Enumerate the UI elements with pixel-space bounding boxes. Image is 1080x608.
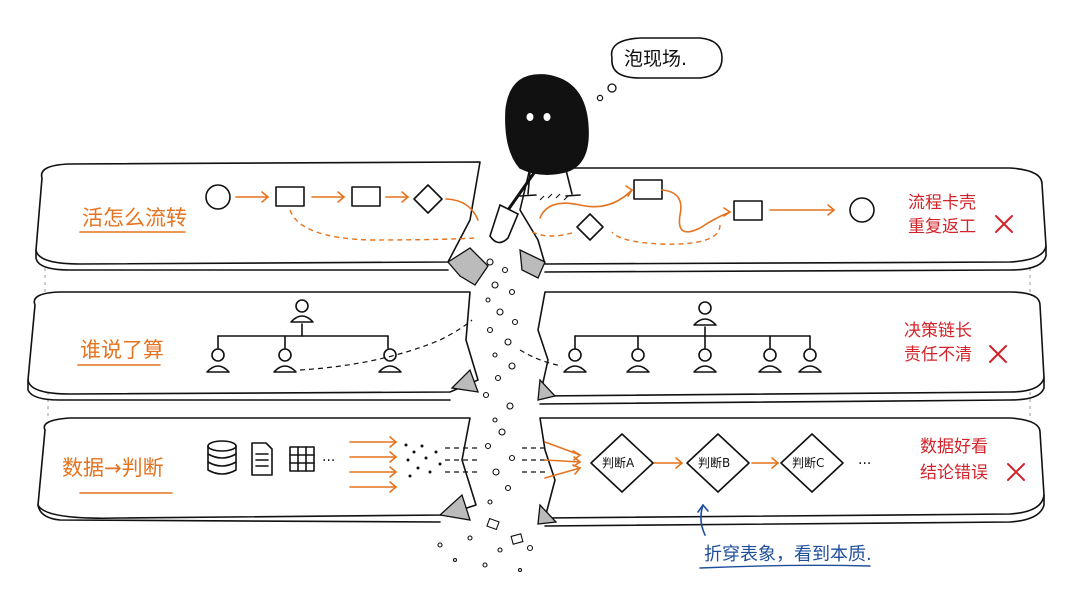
document-icon	[251, 442, 273, 476]
issue-text-data-1: 数据好看	[920, 437, 988, 457]
issue-text-process-1: 流程卡壳	[908, 193, 976, 213]
person-icon	[758, 348, 782, 373]
process-step	[275, 186, 305, 207]
source-ellipsis: ···	[322, 453, 335, 469]
character	[489, 74, 589, 244]
decision-node	[576, 213, 604, 241]
issue-text-process-2: 重复返工	[908, 217, 976, 237]
data-sources	[207, 440, 315, 476]
layer-decision	[27, 291, 1045, 405]
judgment-nodes	[590, 433, 844, 493]
org-chart-right	[519, 301, 822, 373]
thought-text: 泡现场.	[624, 48, 687, 70]
start-node	[205, 184, 231, 210]
shovel-blade	[489, 203, 520, 244]
person-icon	[273, 348, 297, 373]
layer-label-decision: 谁说了算	[80, 338, 164, 362]
person-icon	[563, 348, 587, 373]
person-icon	[693, 348, 717, 373]
thought-bubble	[596, 37, 723, 102]
judgment-label-a: 判断A	[602, 455, 635, 470]
debris	[437, 258, 534, 573]
judgment-label-b: 判断B	[698, 455, 730, 470]
layer-label-process: 活怎么流转	[82, 206, 187, 230]
person-icon	[206, 348, 230, 373]
data-arrows-right	[522, 441, 780, 479]
judgment-diamond	[686, 433, 750, 493]
process-step	[351, 186, 381, 207]
person-icon	[378, 348, 402, 373]
person-icon	[798, 348, 822, 373]
layer-label-data: 数据→判断	[62, 456, 164, 480]
judgment-ellipsis: ···	[858, 456, 871, 472]
process-step	[733, 200, 763, 221]
org-chart-left	[206, 299, 473, 373]
table-icon	[289, 446, 315, 472]
judgment-diamond	[590, 433, 654, 493]
issue-text-data-2: 结论错误	[920, 463, 988, 483]
process-flow-left	[205, 184, 479, 241]
issue-text-decision-1: 决策链长	[904, 321, 972, 341]
issue-x-marks	[989, 215, 1025, 481]
crack	[438, 247, 558, 525]
issue-text-decision-2: 责任不清	[904, 345, 972, 365]
decision-node	[413, 184, 443, 214]
caption-pointer	[697, 503, 871, 569]
database-icon	[207, 440, 237, 475]
shovel-handle	[506, 124, 569, 212]
judgment-label-c: 判断C	[792, 455, 824, 470]
data-arrows-left	[349, 436, 478, 493]
process-flow-right	[531, 179, 875, 245]
layer-guides	[44, 268, 1031, 420]
judgment-diamond	[780, 433, 844, 493]
caption-text: 折穿表象，看到本质.	[704, 544, 872, 565]
person-icon	[626, 348, 650, 373]
end-node	[849, 197, 875, 223]
